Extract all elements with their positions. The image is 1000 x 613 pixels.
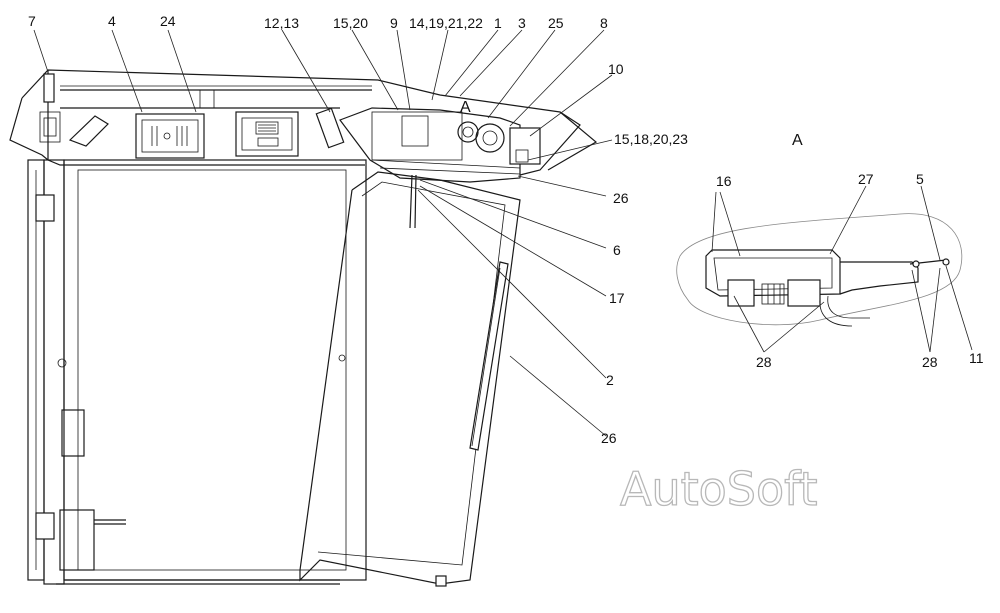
label-16: 16 bbox=[716, 173, 732, 189]
panel-4 bbox=[135, 113, 205, 159]
leader-lines bbox=[33, 29, 613, 437]
view-a-title: A bbox=[792, 132, 803, 149]
label-10: 10 bbox=[608, 61, 624, 77]
label-11: 11 bbox=[969, 350, 984, 366]
left-door-frame bbox=[27, 159, 126, 585]
label-8: 8 bbox=[600, 15, 608, 31]
cab-roof bbox=[9, 69, 581, 176]
label-12-13: 12,13 bbox=[264, 15, 299, 31]
label-26-lower: 26 bbox=[601, 430, 617, 446]
label-26-upper: 26 bbox=[613, 190, 629, 206]
label-14-19-21-22: 14,19,21,22 bbox=[409, 15, 483, 31]
label-1: 1 bbox=[494, 15, 502, 31]
label-15-18-20-23: 15,18,20,23 bbox=[614, 131, 688, 147]
panel-24 bbox=[235, 111, 299, 157]
right-door bbox=[299, 171, 521, 587]
rear-window bbox=[56, 159, 367, 585]
label-7: 7 bbox=[28, 13, 36, 29]
label-15-20-top: 15,20 bbox=[333, 15, 368, 31]
label-28-left: 28 bbox=[756, 354, 772, 370]
label-9: 9 bbox=[390, 15, 398, 31]
label-4: 4 bbox=[108, 13, 116, 29]
callout-labels: 7 4 24 12,13 15,20 9 14,19,21,22 1 3 25 … bbox=[28, 13, 984, 446]
label-27: 27 bbox=[858, 171, 874, 187]
detail-view-a bbox=[676, 185, 973, 353]
label-6: 6 bbox=[613, 242, 621, 258]
watermark-text: AutoSoft bbox=[620, 462, 818, 516]
label-28-right: 28 bbox=[922, 354, 938, 370]
label-2: 2 bbox=[606, 372, 614, 388]
label-17: 17 bbox=[609, 290, 625, 306]
label-24: 24 bbox=[160, 13, 176, 29]
label-3: 3 bbox=[518, 15, 526, 31]
view-a-marker: A bbox=[460, 99, 471, 116]
heater-unit bbox=[315, 107, 598, 229]
label-5: 5 bbox=[916, 171, 924, 187]
label-25: 25 bbox=[548, 15, 564, 31]
